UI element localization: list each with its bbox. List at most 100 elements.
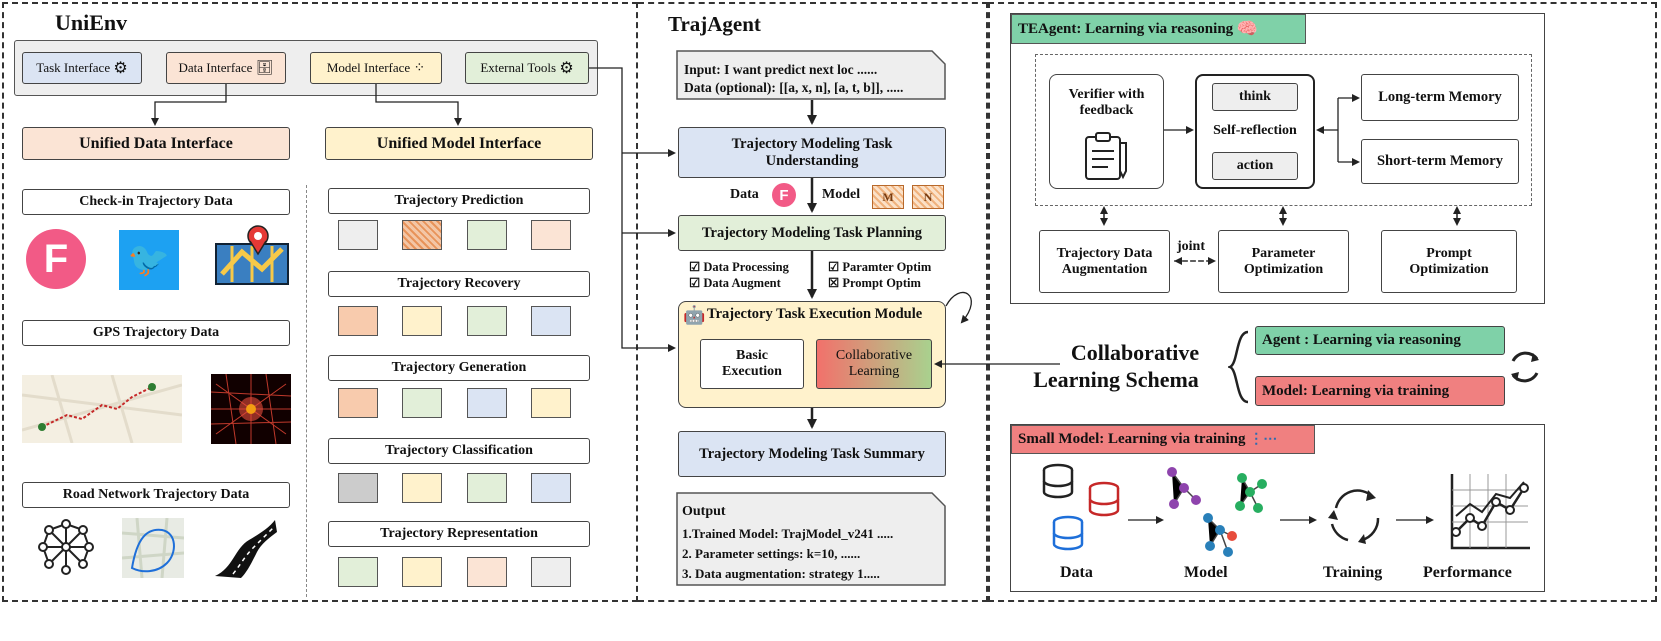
prediction-slot-4 [531, 220, 571, 250]
label-performance: Performance [1423, 564, 1512, 581]
network-icon: ⋮⋯ [1249, 432, 1278, 447]
generation-slot-2 [402, 388, 442, 418]
prediction-slot-2 [402, 220, 442, 250]
cycle-icon [1505, 347, 1545, 392]
right-panel [988, 2, 1657, 602]
task-representation-header: Trajectory Representation [328, 521, 590, 547]
clipboard-icon [1082, 131, 1134, 186]
prompt-optimization-box: Prompt Optimization [1381, 230, 1517, 293]
teagent-inner-dotted [1035, 54, 1532, 206]
label-data: Data [1060, 564, 1093, 581]
network-icon: ⁘ [413, 60, 426, 76]
self-reflection-label: Self-reflection [1213, 123, 1297, 138]
think-box: think [1212, 83, 1298, 111]
column-divider [306, 185, 307, 597]
twitter-icon: 🐦 [119, 230, 179, 290]
classification-slot-3 [467, 473, 507, 503]
input-line-2: Data (optional): [[a, x, n], [a, t, b]],… [684, 80, 904, 95]
output-title: Output [682, 504, 726, 519]
data-interface-button[interactable]: Data Interface 🗄 [166, 52, 286, 84]
database-icon: 🗄 [255, 60, 274, 76]
performance-chart-icon [1448, 472, 1532, 557]
gps-heatmap-image [210, 373, 292, 445]
unienv-panel [2, 2, 638, 602]
joint-label: joint [1177, 239, 1205, 254]
data-augmentation-box: Trajectory Data Augmentation [1039, 230, 1170, 293]
road-icon [213, 518, 277, 578]
teagent-header: TEAgent: Learning via reasoning 🧠 [1011, 14, 1306, 44]
input-line-1: Input: I want predict next loc ...... [684, 62, 878, 77]
model-interface-button[interactable]: Model Interface ⁘ [310, 52, 442, 84]
long-term-memory-box: Long-term Memory [1361, 74, 1519, 121]
trajagent-panel [638, 2, 988, 602]
model-interface-label: Model Interface [326, 60, 411, 75]
robot-icon: 🤖 [683, 305, 706, 325]
task-understanding-box: Trajectory Modeling Task Understanding [678, 127, 946, 178]
schema-brace [1226, 330, 1250, 409]
task-prediction-header: Trajectory Prediction [328, 188, 590, 214]
model-label: Model [822, 187, 861, 202]
collaborative-learning-box: Collaborative Learning [816, 339, 932, 389]
small-model-header: Small Model: Learning via training ⋮⋯ [1011, 425, 1315, 454]
generation-slot-3 [467, 388, 507, 418]
gear-icon: ⚙ [559, 60, 574, 77]
model-n-tag: N [912, 185, 944, 209]
road-map-image [121, 517, 185, 579]
generation-slot-4 [531, 388, 571, 418]
model-m-tag: M [872, 185, 904, 209]
task-interface-label: Task Interface [36, 60, 111, 75]
generation-slot-1 [338, 388, 378, 418]
foursquare-icon: F [26, 229, 86, 289]
recovery-slot-4 [531, 306, 571, 336]
external-tools-button[interactable]: External Tools ⚙ [465, 52, 589, 84]
map-icon [212, 224, 292, 288]
gear-icon: ⚙ [113, 60, 128, 77]
output-line-2: 2. Parameter settings: k=10, ...... [682, 546, 861, 561]
gps-data-header: GPS Trajectory Data [22, 320, 290, 346]
label-training: Training [1323, 564, 1383, 581]
database-icons [1040, 462, 1124, 558]
task-summary-box: Trajectory Modeling Task Summary [678, 431, 946, 477]
unienv-title: UniEnv [55, 10, 128, 35]
check-paramter-optim: ☑ Paramter Optim [828, 260, 932, 274]
recovery-slot-1 [338, 306, 378, 336]
small-model-panel [1010, 424, 1545, 592]
training-cycle-icon [1322, 484, 1390, 557]
data-interface-label: Data Interface [178, 60, 253, 75]
short-term-memory-box: Short-term Memory [1361, 139, 1519, 184]
recovery-slot-3 [467, 306, 507, 336]
verifier-label: Verifier with feedback [1068, 87, 1145, 118]
verifier-box: Verifier with feedback [1049, 74, 1164, 189]
check-data-augment: ☑ Data Augment [689, 276, 781, 290]
representation-slot-3 [467, 557, 507, 587]
data-label: Data [730, 187, 759, 202]
representation-slot-4 [531, 557, 571, 587]
teagent-title: TEAgent: Learning via reasoning [1018, 20, 1234, 37]
execution-module-title: Trajectory Task Execution Module [707, 306, 923, 322]
unified-data-interface: Unified Data Interface [22, 127, 290, 160]
output-line-1: 1.Trained Model: TrajModel_v241 ..... [682, 526, 894, 541]
representation-slot-1 [338, 557, 378, 587]
trajagent-title: TrajAgent [668, 12, 761, 36]
task-interface-button[interactable]: Task Interface ⚙ [22, 52, 142, 84]
gps-map-image [21, 374, 183, 444]
schema-title-line-1: Collaborative [1070, 340, 1200, 365]
schema-title-line-2: Learning Schema [1033, 367, 1199, 392]
agent-reasoning-box: Agent : Learning via reasoning [1255, 326, 1505, 355]
classification-slot-2 [402, 473, 442, 503]
graph-icon [35, 516, 97, 578]
prediction-slot-1 [338, 220, 378, 250]
output-line-3: 3. Data augmentation: strategy 1..... [682, 566, 880, 581]
unified-model-interface: Unified Model Interface [325, 127, 593, 160]
action-box: action [1212, 152, 1298, 180]
model-training-box: Model: Learning via training [1255, 376, 1505, 406]
task-recovery-header: Trajectory Recovery [328, 271, 590, 297]
input-note: Input: I want predict next loc ...... Da… [676, 50, 946, 100]
representation-slot-2 [402, 557, 442, 587]
external-tools-label: External Tools [480, 60, 557, 75]
checkin-data-header: Check-in Trajectory Data [22, 189, 290, 215]
prediction-slot-3 [467, 220, 507, 250]
small-model-title: Small Model: Learning via training [1018, 431, 1246, 447]
task-planning-box: Trajectory Modeling Task Planning [678, 215, 946, 251]
